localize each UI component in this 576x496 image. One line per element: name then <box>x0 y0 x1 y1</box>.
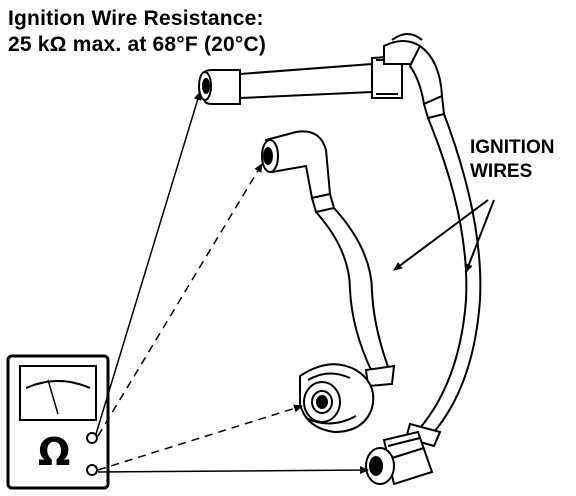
test-lead-arrows <box>95 91 369 475</box>
short-ignition-wire <box>261 130 396 434</box>
callout-line-1: IGNITION <box>470 137 555 158</box>
short-wire-top-boot-icon <box>261 130 336 214</box>
resistance-spec-value: 25 kΩ max. at 68°F (20°C) <box>8 33 267 56</box>
lead-to-long-wire-bottom <box>97 466 369 475</box>
lead-to-long-wire-top <box>95 91 202 435</box>
meter-terminal-top <box>86 432 98 444</box>
short-wire-bottom-terminal-icon <box>299 363 396 434</box>
callout-arrow-long-wire <box>465 199 495 273</box>
lead-to-short-wire-top <box>97 163 263 437</box>
resistance-spec-heading: Ignition Wire Resistance: 25 kΩ max. at … <box>8 6 266 58</box>
long-wire-bottom-boot-icon <box>365 422 442 486</box>
callout-line-2: WIRES <box>470 161 533 182</box>
lead-to-short-wire-bottom <box>97 404 303 471</box>
ignition-wires-callout: IGNITION WIRES <box>470 136 554 184</box>
ohm-symbol: Ω <box>38 430 71 474</box>
callout-arrow-short-wire <box>393 199 489 271</box>
callout-arrows <box>393 199 495 273</box>
long-ignition-wire <box>198 33 482 486</box>
long-wire-left-terminal-icon <box>198 69 241 105</box>
meter-terminal-bottom <box>86 464 98 476</box>
resistance-spec-title: Ignition Wire Resistance: <box>8 7 264 30</box>
ohmmeter-icon <box>6 354 110 490</box>
long-wire-right-boot-icon <box>371 33 446 120</box>
